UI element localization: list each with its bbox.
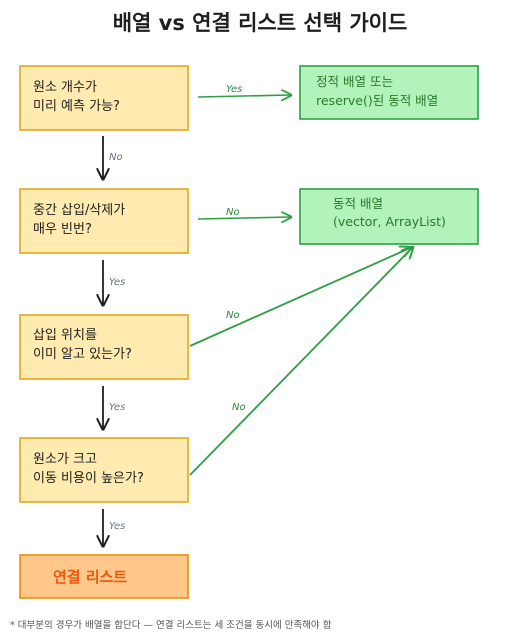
question-1-line1: 원소 개수가 xyxy=(33,80,97,95)
edge-label-q1-yes: Yes xyxy=(226,84,242,95)
edge-label-q4-yes: Yes xyxy=(109,521,125,532)
edge-label-q3-no: No xyxy=(226,310,240,321)
edge-label-q4-no: No xyxy=(232,402,246,413)
arrow-q2-no xyxy=(197,217,290,219)
question-node-1: 원소 개수가 미리 예측 가능? xyxy=(19,65,189,131)
static-array-line1: 정적 배열 또는 xyxy=(316,74,393,89)
arrow-q1-yes xyxy=(197,95,290,97)
question-3-line2: 이미 알고 있는가? xyxy=(33,347,132,362)
linked-list-label: 연결 리스트 xyxy=(53,568,127,586)
arrow-q4-no xyxy=(189,248,412,476)
question-node-4: 원소가 크고 이동 비용이 높은가? xyxy=(19,437,189,503)
result-linked-list: 연결 리스트 xyxy=(19,554,189,599)
result-static-array: 정적 배열 또는 reserve()된 동적 배열 xyxy=(299,65,479,120)
question-node-2: 중간 삽입/삭제가 매우 빈번? xyxy=(19,188,189,254)
footnote: * 대부분의 경우가 배열을 합단다 — 연결 리스트는 세 조건을 동시에 만… xyxy=(10,619,332,631)
dynamic-array-line1: 동적 배열 xyxy=(333,196,383,211)
question-4-line1: 원소가 크고 xyxy=(33,452,97,467)
question-2-line1: 중간 삽입/삭제가 xyxy=(33,203,125,218)
edge-label-q3-yes: Yes xyxy=(109,402,125,413)
edge-label-q2-yes: Yes xyxy=(109,277,125,288)
edge-label-q2-no: No xyxy=(226,207,240,218)
question-3-line1: 삽입 위치를 xyxy=(33,328,97,343)
result-dynamic-array: 동적 배열 (vector, ArrayList) xyxy=(299,188,479,245)
dynamic-array-line2: (vector, ArrayList) xyxy=(333,214,446,229)
question-1-line2: 미리 예측 가능? xyxy=(33,99,120,114)
question-node-3: 삽입 위치를 이미 알고 있는가? xyxy=(19,314,189,380)
static-array-line2: reserve()된 동적 배열 xyxy=(316,93,438,108)
diagram-title: 배열 vs 연결 리스트 선택 가이드 xyxy=(113,11,408,35)
arrow-q3-no xyxy=(189,248,410,347)
question-4-line2: 이동 비용이 높은가? xyxy=(33,471,144,486)
question-2-line2: 매우 빈번? xyxy=(33,222,92,237)
edge-label-q1-no: No xyxy=(109,152,123,163)
